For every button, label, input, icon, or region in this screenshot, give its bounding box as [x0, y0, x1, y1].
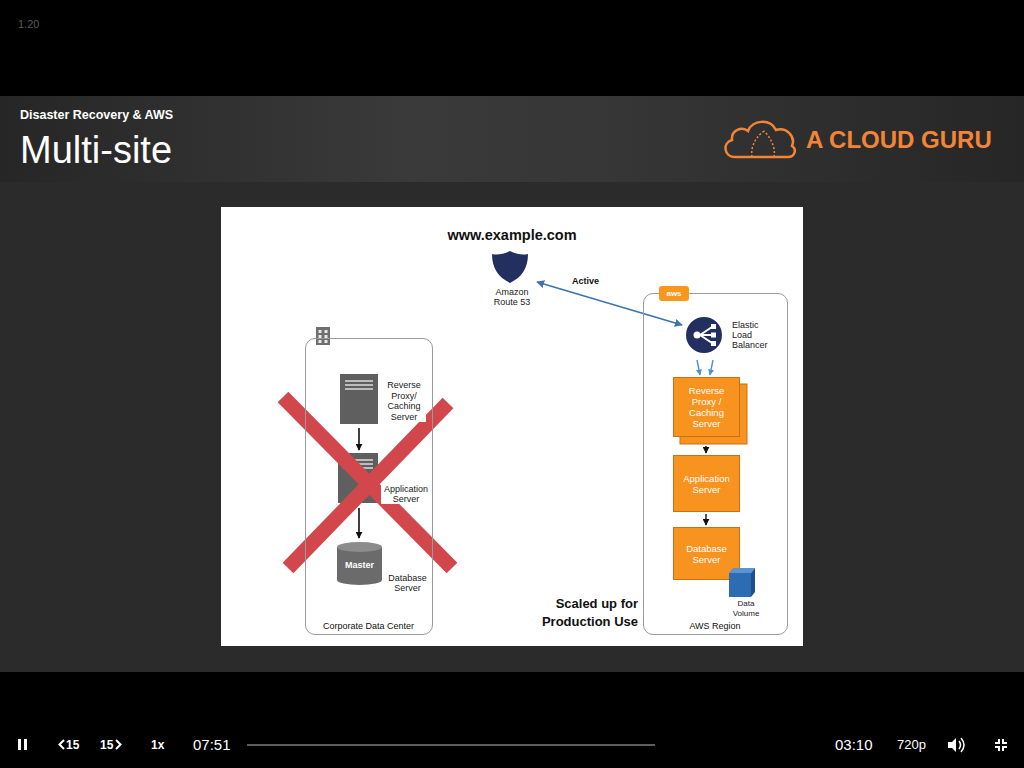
skip-forward-chevron [116, 740, 121, 749]
server-label: Database Server [678, 543, 735, 565]
frame-label: AWS Region [644, 621, 786, 632]
failure-cross [283, 397, 452, 568]
load-balancer: Elastic Load Balancer [684, 314, 773, 358]
server-label: Application Server [381, 484, 431, 504]
brand-cloud [726, 122, 795, 157]
building-icon [316, 327, 330, 345]
service-label: Elastic Load Balancer [732, 320, 772, 350]
load-balancer-icon [686, 317, 722, 353]
slide-body [0, 182, 1024, 672]
dns-shield [492, 251, 528, 283]
quality-setting: 720p [897, 737, 926, 753]
database-node: MasterDatabase Server [336, 540, 432, 595]
service-label: Amazon Route 53 [490, 287, 534, 307]
server-slot [345, 388, 373, 390]
volume-face [729, 573, 751, 597]
flow-arrow [705, 446, 706, 453]
skip-back-chevron [60, 740, 65, 749]
remaining-time: 03:10 [835, 736, 873, 754]
server-label: Reverse Proxy / Caching Server [678, 385, 735, 429]
server-icon [340, 374, 378, 424]
brand-cloud-detail [764, 131, 774, 157]
volume-wave [959, 741, 961, 749]
slide-title: Multi-site [20, 127, 172, 173]
header-band [0, 96, 1024, 182]
site-url: www.example.com [432, 226, 592, 244]
load-balancer-symbol [700, 327, 712, 335]
brand-name: A CLOUD GURU [806, 125, 992, 155]
diagram-panel [221, 207, 803, 646]
volume-icon [948, 738, 956, 752]
server-label: Application Server [678, 473, 735, 495]
load-balancer-symbol [711, 333, 716, 338]
callout-note: Scaled up for Production Use [505, 595, 638, 631]
pause-icon [24, 739, 27, 750]
volume-icon [729, 567, 756, 598]
server-node: Application Server [337, 452, 432, 506]
flow-arrow [705, 514, 706, 525]
volume-wave [961, 738, 964, 752]
flow-arrow [358, 428, 360, 450]
flow-arrow [358, 508, 360, 538]
server-label: Database Server [384, 573, 431, 593]
server-box: Reverse Proxy / Caching Server [673, 377, 740, 437]
balancer-arrow [710, 360, 713, 375]
pause-icon [18, 739, 21, 750]
volume-top [729, 568, 755, 573]
progress-track [247, 745, 655, 746]
aws-logo: aws [659, 286, 689, 301]
server-box: Application Server [673, 455, 740, 512]
server-slot [345, 380, 373, 382]
exit-fullscreen-icon [995, 739, 1007, 751]
cloud-region-frame: Elastic Load BalancerReverse Proxy / Cac… [643, 293, 788, 635]
server-node: Reverse Proxy/ Caching Server [337, 372, 427, 426]
frame-label: Corporate Data Center [306, 621, 431, 632]
skip-forward: 15 [100, 738, 113, 752]
brand-cloud-detail [752, 131, 764, 157]
load-balancer-symbol [711, 324, 716, 329]
load-balancer-symbol [711, 341, 716, 346]
load-balancer-symbol [700, 335, 712, 343]
elapsed-time: 07:51 [193, 736, 231, 754]
load-balancer-symbol [694, 332, 701, 339]
server-slot [345, 384, 373, 386]
database-role: Master [337, 560, 382, 571]
database-cylinder [337, 547, 382, 585]
building-window [325, 340, 328, 343]
skip-back: 15 [66, 738, 79, 752]
database-cylinder-top [337, 542, 382, 552]
building-window [319, 340, 322, 343]
building-window [319, 330, 322, 333]
course-section: Disaster Recovery & AWS [20, 108, 173, 123]
storage-volume: Data Volume [726, 566, 767, 621]
dns-service: Amazon Route 53 [490, 250, 535, 309]
building-window [325, 330, 328, 333]
data-center-frame: Reverse Proxy/ Caching ServerApplication… [305, 338, 433, 635]
frame-counter: 1.20 [18, 18, 39, 31]
link-label: Active [572, 276, 599, 287]
playback-speed: 1x [151, 738, 164, 752]
volume-label: Data Volume [726, 599, 766, 619]
balancer-arrow [697, 360, 700, 375]
volume-side [751, 568, 755, 597]
server-label: Reverse Proxy/ Caching Server [382, 380, 426, 422]
failure-cross [288, 403, 448, 568]
